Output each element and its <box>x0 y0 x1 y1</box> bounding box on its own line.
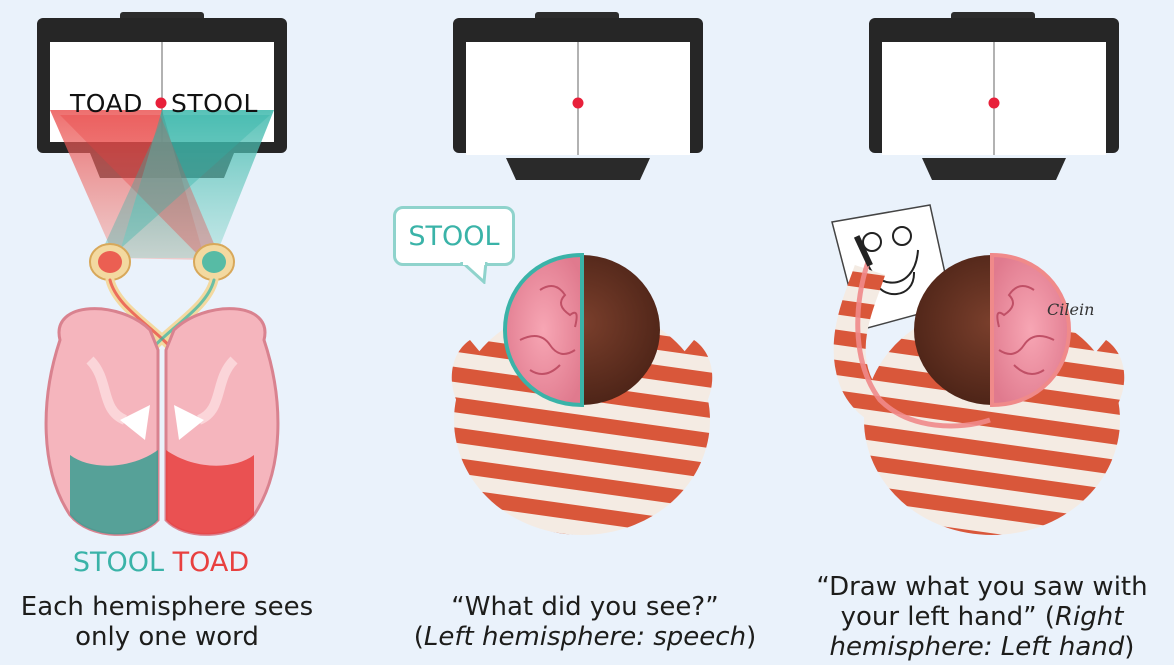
speech-bubble-tail <box>460 262 490 284</box>
fixation-dot <box>573 98 584 109</box>
right-hemisphere-label: TOAD <box>173 547 250 578</box>
panel1-light-beams <box>50 110 274 262</box>
fixation-dot <box>156 98 167 109</box>
panel3-caption-line1: “Draw what you saw with <box>790 572 1174 602</box>
screen-word-right: STOOL <box>171 89 258 118</box>
speech-bubble-text: STOOL <box>408 221 499 252</box>
panel3-caption-line3: hemisphere: Left hand) <box>790 632 1174 662</box>
panel3-caption: “Draw what you saw with your left hand” … <box>790 572 1174 662</box>
panel1-caption-line1: Each hemisphere sees <box>0 592 334 622</box>
panel3-monitor <box>869 12 1119 180</box>
screen-word-left: TOAD <box>70 89 143 118</box>
panel1-caption-line2: only one word <box>0 622 334 652</box>
artist-signature: Cilein <box>1047 300 1094 319</box>
panel1-caption: Each hemisphere sees only one word <box>0 592 334 652</box>
speech-bubble: STOOL <box>393 206 515 266</box>
left-hemisphere-label: STOOL <box>73 547 164 578</box>
fixation-dot <box>989 98 1000 109</box>
panel2-caption-line1: “What did you see?” <box>390 592 780 622</box>
panel2-caption-line2: (Left hemisphere: speech) <box>390 622 780 652</box>
panel2-caption: “What did you see?” (Left hemisphere: sp… <box>390 592 780 652</box>
panel3-person <box>832 205 1124 535</box>
panel2-monitor <box>453 12 703 180</box>
brain-hemisphere-labels: STOOL TOAD <box>56 548 266 578</box>
panel3-caption-line2: your left hand” (Right <box>790 602 1174 632</box>
panel2-person <box>452 255 712 535</box>
